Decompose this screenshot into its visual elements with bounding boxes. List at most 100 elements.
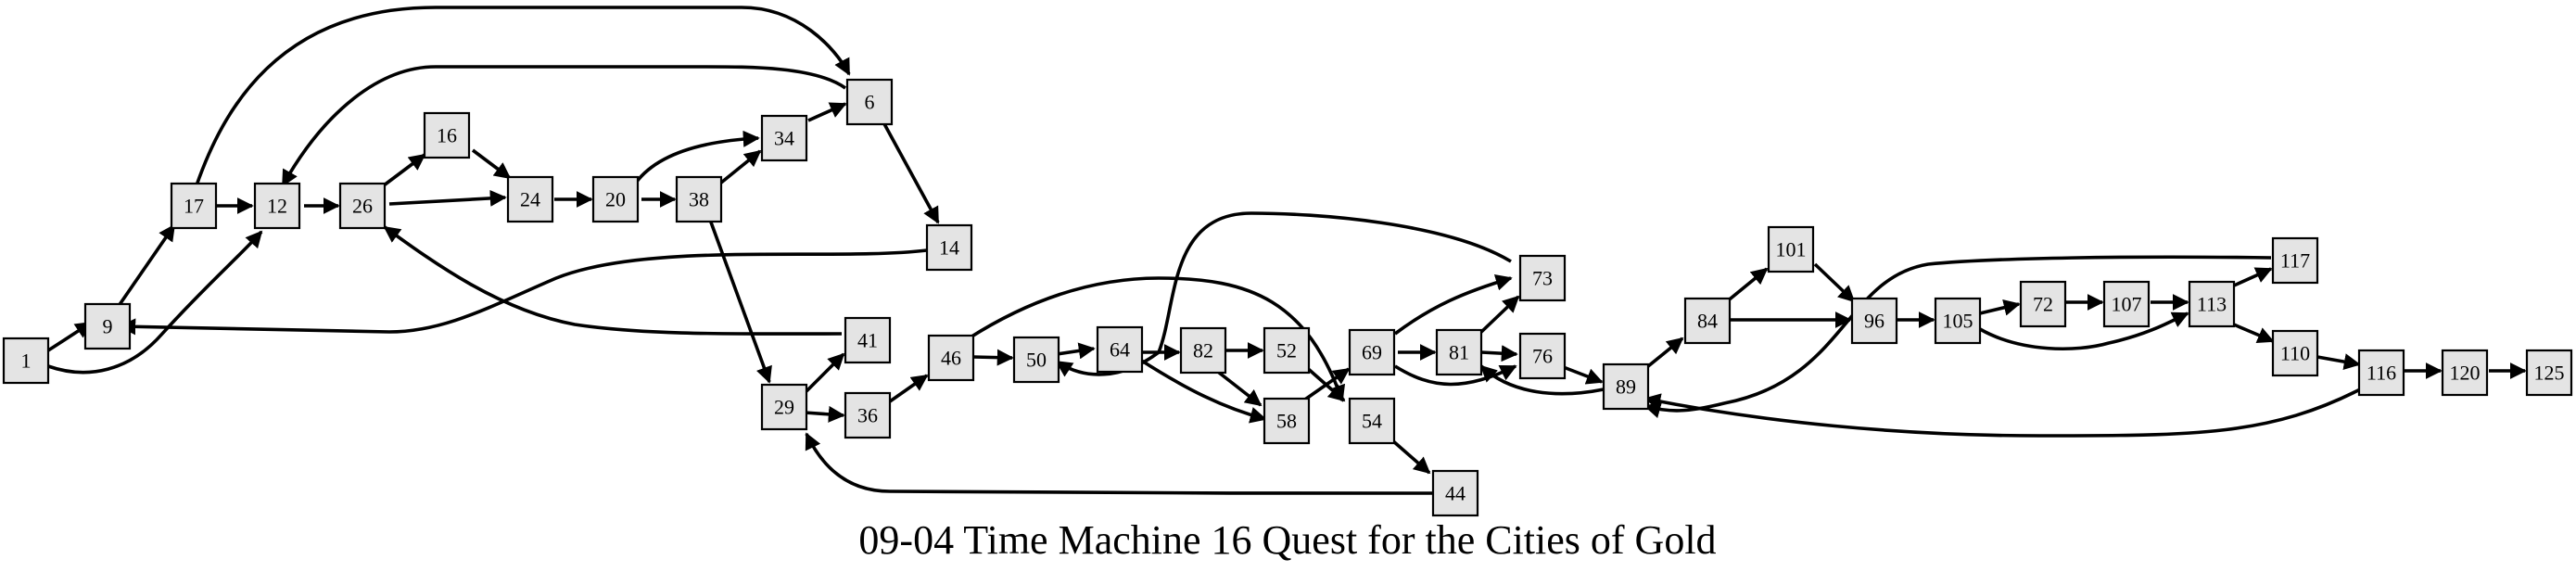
edge-110-116 [2316, 353, 2361, 371]
node-125[interactable]: 125 [2525, 349, 2573, 397]
node-58[interactable]: 58 [1263, 397, 1311, 445]
node-6[interactable]: 6 [845, 78, 894, 126]
svg-text:6: 6 [865, 91, 875, 114]
svg-text:20: 20 [605, 188, 626, 211]
node-44[interactable]: 44 [1431, 469, 1479, 517]
node-24[interactable]: 24 [506, 175, 554, 223]
node-9[interactable]: 9 [83, 302, 132, 350]
svg-text:52: 52 [1276, 339, 1297, 362]
svg-text:54: 54 [1362, 410, 1382, 433]
edge-76-89 [1560, 364, 1604, 385]
node-84[interactable]: 84 [1683, 297, 1732, 345]
node-76[interactable]: 76 [1518, 332, 1567, 380]
svg-text:38: 38 [689, 188, 709, 211]
edge-105-72 [1979, 299, 2021, 316]
edge-50-64 [1056, 342, 1096, 360]
node-73[interactable]: 73 [1518, 254, 1567, 302]
edge-69-73 [1393, 274, 1513, 336]
svg-text:120: 120 [2450, 362, 2481, 385]
edge-41-26 [383, 225, 843, 336]
node-54[interactable]: 54 [1348, 397, 1396, 445]
node-113[interactable]: 113 [2188, 280, 2236, 328]
node-12[interactable]: 12 [253, 182, 301, 230]
edge-14-9 [119, 248, 928, 336]
edge-101-96 [1813, 262, 1856, 303]
node-52[interactable]: 52 [1263, 326, 1311, 375]
svg-text:81: 81 [1449, 341, 1469, 364]
svg-text:9: 9 [103, 315, 113, 338]
edge-26-24 [388, 189, 507, 207]
edge-54-44 [1390, 439, 1431, 475]
svg-text:16: 16 [437, 124, 457, 147]
svg-text:116: 116 [2367, 362, 2396, 385]
node-29[interactable]: 29 [760, 383, 808, 431]
edge-9-17 [117, 223, 176, 308]
svg-text:105: 105 [1943, 310, 1973, 333]
node-20[interactable]: 20 [591, 175, 640, 223]
node-36[interactable]: 36 [844, 391, 892, 439]
edge-16-24 [471, 148, 512, 180]
svg-text:44: 44 [1445, 482, 1466, 505]
edge-82-58 [1212, 367, 1263, 407]
node-110[interactable]: 110 [2271, 329, 2319, 377]
node-17[interactable]: 17 [170, 182, 218, 230]
node-14[interactable]: 14 [925, 223, 973, 272]
edge-84-101 [1724, 267, 1769, 304]
edge-113-117 [2233, 267, 2273, 287]
node-26[interactable]: 26 [338, 182, 387, 230]
edge-89-84 [1641, 337, 1684, 373]
svg-text:82: 82 [1193, 339, 1213, 362]
node-107[interactable]: 107 [2102, 280, 2151, 328]
svg-text:34: 34 [774, 127, 794, 150]
node-38[interactable]: 38 [675, 175, 723, 223]
node-64[interactable]: 64 [1096, 325, 1144, 374]
node-16[interactable]: 16 [423, 111, 471, 159]
node-117[interactable]: 117 [2271, 236, 2319, 285]
svg-text:76: 76 [1532, 345, 1553, 368]
edge-44-29 [805, 432, 1433, 496]
node-116[interactable]: 116 [2357, 349, 2405, 397]
svg-text:64: 64 [1110, 338, 1130, 362]
edge-17-6 [195, 6, 851, 186]
svg-text:69: 69 [1362, 341, 1382, 364]
node-82[interactable]: 82 [1179, 326, 1227, 375]
node-81[interactable]: 81 [1435, 328, 1483, 376]
svg-text:17: 17 [184, 195, 204, 218]
node-96[interactable]: 96 [1850, 297, 1898, 345]
svg-text:12: 12 [267, 195, 287, 218]
edge-52-54 [1303, 364, 1346, 402]
edge-1-12 [47, 230, 263, 375]
svg-text:58: 58 [1276, 410, 1297, 433]
node-46[interactable]: 46 [927, 334, 975, 382]
svg-text:29: 29 [774, 396, 794, 419]
node-105[interactable]: 105 [1934, 297, 1982, 345]
svg-text:1: 1 [21, 350, 32, 373]
node-72[interactable]: 72 [2019, 280, 2067, 328]
node-101[interactable]: 101 [1767, 225, 1815, 273]
node-34[interactable]: 34 [760, 114, 808, 162]
svg-text:117: 117 [2280, 249, 2310, 273]
edge-6-14 [881, 120, 940, 224]
svg-text:46: 46 [941, 347, 961, 370]
edge-105-113 [1979, 311, 2189, 351]
edge-29-36 [804, 405, 845, 423]
nodes-layer: 1 9 17 12 26 16 24 20 38 34 6 14 29 41 3… [2, 78, 2573, 517]
edge-36-46 [888, 374, 929, 403]
node-1[interactable]: 1 [2, 337, 50, 385]
svg-text:113: 113 [2197, 293, 2227, 316]
edge-20-34 [634, 130, 760, 184]
node-41[interactable]: 41 [844, 316, 892, 364]
edge-81-76 [1480, 345, 1518, 362]
node-69[interactable]: 69 [1348, 328, 1396, 376]
edge-64-58 [1139, 358, 1267, 424]
node-120[interactable]: 120 [2441, 349, 2489, 397]
edge-117-89 [1643, 255, 2272, 419]
edge-26-16 [382, 153, 426, 187]
node-50[interactable]: 50 [1012, 336, 1060, 384]
edge-38-34 [719, 149, 762, 184]
edge-29-41 [805, 352, 845, 393]
edge-34-6 [807, 102, 847, 122]
svg-text:84: 84 [1697, 310, 1718, 333]
node-89[interactable]: 89 [1602, 362, 1650, 411]
